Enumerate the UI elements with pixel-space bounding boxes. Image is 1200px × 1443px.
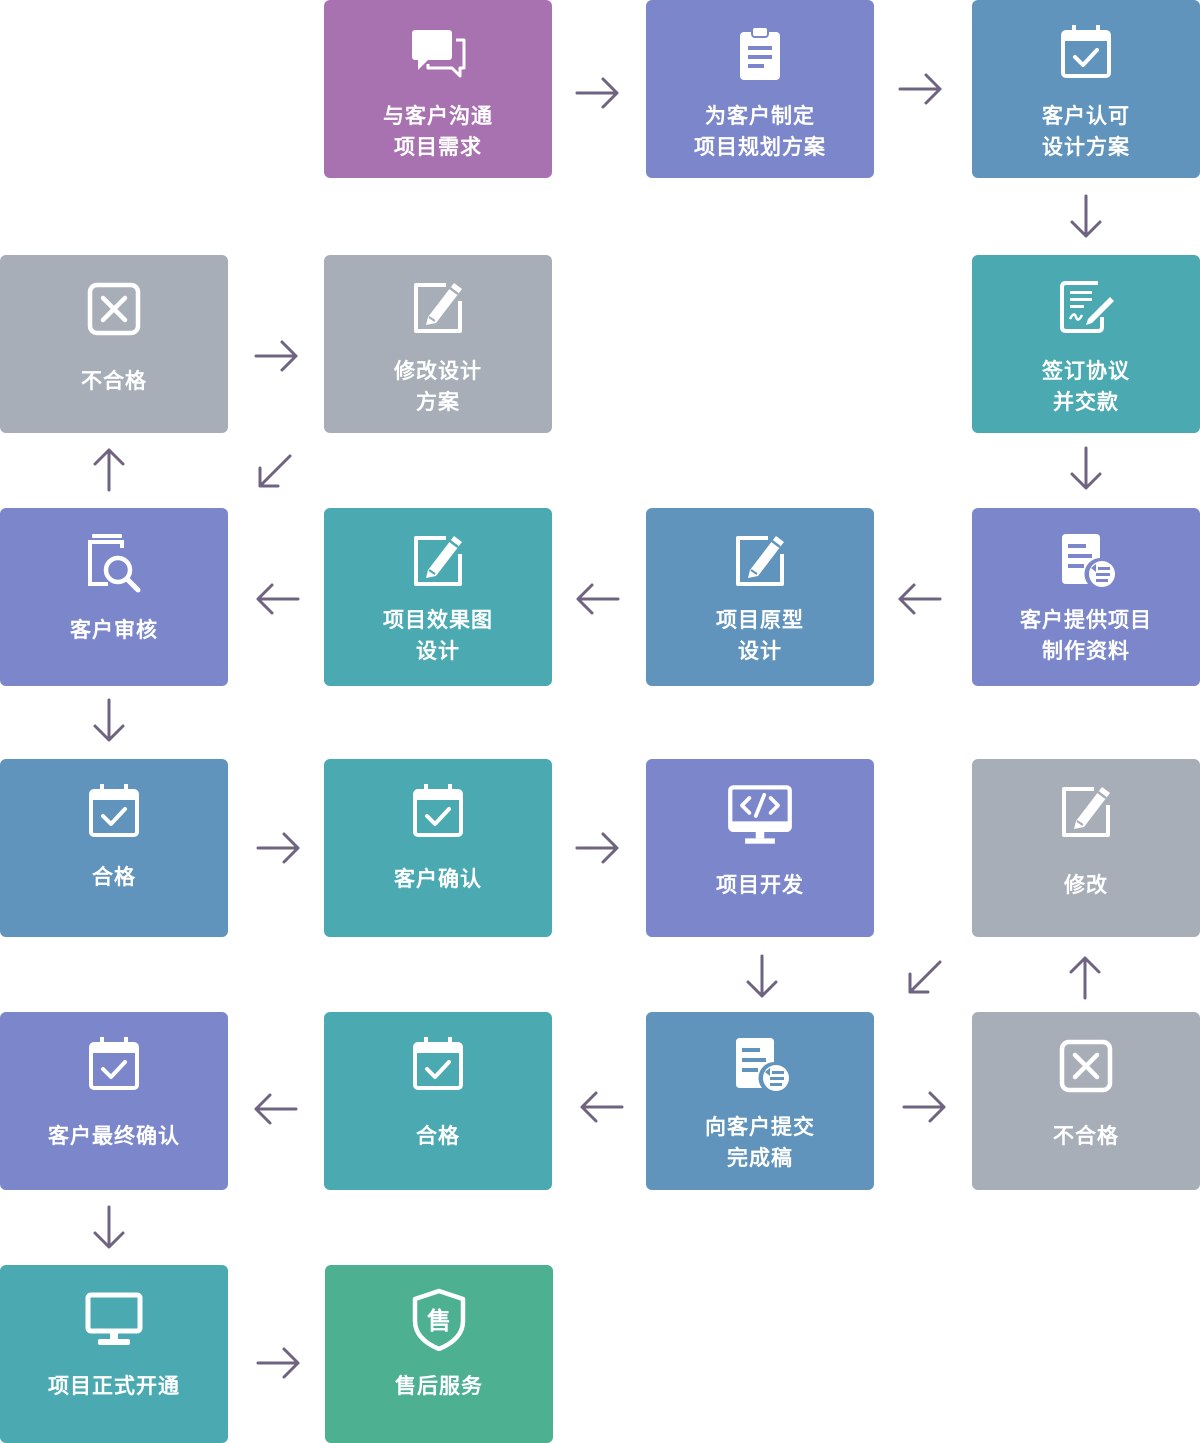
review-search-icon	[82, 530, 146, 594]
arrow-right-icon	[900, 1082, 950, 1132]
step-submit-final: 向客户提交完成稿	[646, 1012, 874, 1190]
arrow-right-icon	[254, 823, 304, 873]
step-label: 项目正式开通	[48, 1374, 180, 1398]
edit-icon	[406, 275, 470, 339]
svg-text:售: 售	[427, 1307, 451, 1335]
arrow-right-icon	[573, 823, 623, 873]
arrow-right-icon	[573, 68, 623, 118]
arrow-right-icon	[896, 64, 946, 114]
step-revise-design: 修改设计方案	[324, 255, 552, 433]
step-sign-contract: 签订协议并交款	[972, 255, 1200, 433]
step-approve-design: 客户认可设计方案	[972, 0, 1200, 178]
monitor-icon	[82, 1287, 146, 1351]
arrow-down-icon	[737, 952, 787, 1002]
step-label: 客户确认	[394, 867, 482, 891]
code-monitor-icon	[726, 781, 794, 849]
step-label: 不合格	[1053, 1124, 1119, 1148]
step-reject-2: 不合格	[972, 1012, 1200, 1190]
step-prototype: 项目原型设计	[646, 508, 874, 686]
step-label: 客户认可设计方案	[1042, 104, 1130, 159]
step-development: 项目开发	[646, 759, 874, 937]
arrow-up-icon	[84, 444, 134, 494]
step-label: 售后服务	[395, 1374, 483, 1398]
arrow-left-icon	[576, 1082, 626, 1132]
step-pass-1: 合格	[0, 759, 228, 937]
arrow-up-icon	[1060, 952, 1110, 1002]
edit-icon	[728, 528, 792, 592]
chat-bubbles-icon	[406, 22, 470, 86]
calendar-check-icon	[82, 779, 146, 843]
clipboard-icon	[728, 22, 792, 86]
step-label: 签订协议并交款	[1042, 359, 1130, 414]
step-label: 修改	[1064, 873, 1108, 897]
arrow-left-icon	[894, 574, 944, 624]
arrow-down-icon	[1061, 444, 1111, 494]
step-reject-1: 不合格	[0, 255, 228, 433]
step-label: 项目开发	[716, 873, 804, 897]
arrow-right-icon	[252, 331, 302, 381]
arrow-left-icon	[252, 574, 302, 624]
contract-sign-icon	[1054, 275, 1118, 339]
step-effect-design: 项目效果图设计	[324, 508, 552, 686]
arrow-right-icon	[254, 1338, 304, 1388]
step-label: 不合格	[81, 369, 147, 393]
arrow-left-icon	[250, 1084, 300, 1134]
close-box-icon	[82, 277, 146, 341]
step-label: 项目原型设计	[716, 608, 804, 663]
shield-icon: 售	[407, 1287, 471, 1351]
step-label: 客户审核	[70, 618, 158, 642]
calendar-check-icon	[406, 779, 470, 843]
close-box-icon	[1054, 1034, 1118, 1098]
step-label: 项目效果图设计	[383, 608, 493, 663]
arrow-down-icon	[84, 696, 134, 746]
step-final-confirm: 客户最终确认	[0, 1012, 228, 1190]
edit-icon	[1054, 779, 1118, 843]
calendar-check-icon	[406, 1032, 470, 1096]
step-label: 为客户制定项目规划方案	[694, 104, 826, 159]
step-label: 修改设计方案	[394, 359, 482, 414]
arrow-down-left-icon	[250, 446, 300, 496]
arrow-down-icon	[1061, 192, 1111, 242]
edit-icon	[406, 528, 470, 592]
step-label: 客户最终确认	[48, 1124, 180, 1148]
step-after-sales: 售 售后服务	[325, 1265, 553, 1443]
step-communicate: 与客户沟通项目需求	[324, 0, 552, 178]
step-revise: 修改	[972, 759, 1200, 937]
step-pass-2: 合格	[324, 1012, 552, 1190]
calendar-check-icon	[1054, 20, 1118, 84]
step-label: 合格	[416, 1124, 460, 1148]
arrow-down-icon	[84, 1203, 134, 1253]
step-label: 合格	[92, 865, 136, 889]
arrow-down-left-icon	[900, 952, 950, 1002]
step-launch: 项目正式开通	[0, 1265, 228, 1443]
step-client-confirm: 客户确认	[324, 759, 552, 937]
document-list-icon	[1054, 528, 1118, 592]
arrow-left-icon	[572, 574, 622, 624]
step-label: 向客户提交完成稿	[705, 1115, 815, 1170]
calendar-check-icon	[82, 1032, 146, 1096]
step-label: 与客户沟通项目需求	[383, 104, 493, 159]
step-client-review: 客户审核	[0, 508, 228, 686]
document-list-icon	[728, 1032, 792, 1096]
step-label: 客户提供项目制作资料	[1020, 608, 1152, 663]
step-provide-materials: 客户提供项目制作资料	[972, 508, 1200, 686]
step-plan: 为客户制定项目规划方案	[646, 0, 874, 178]
